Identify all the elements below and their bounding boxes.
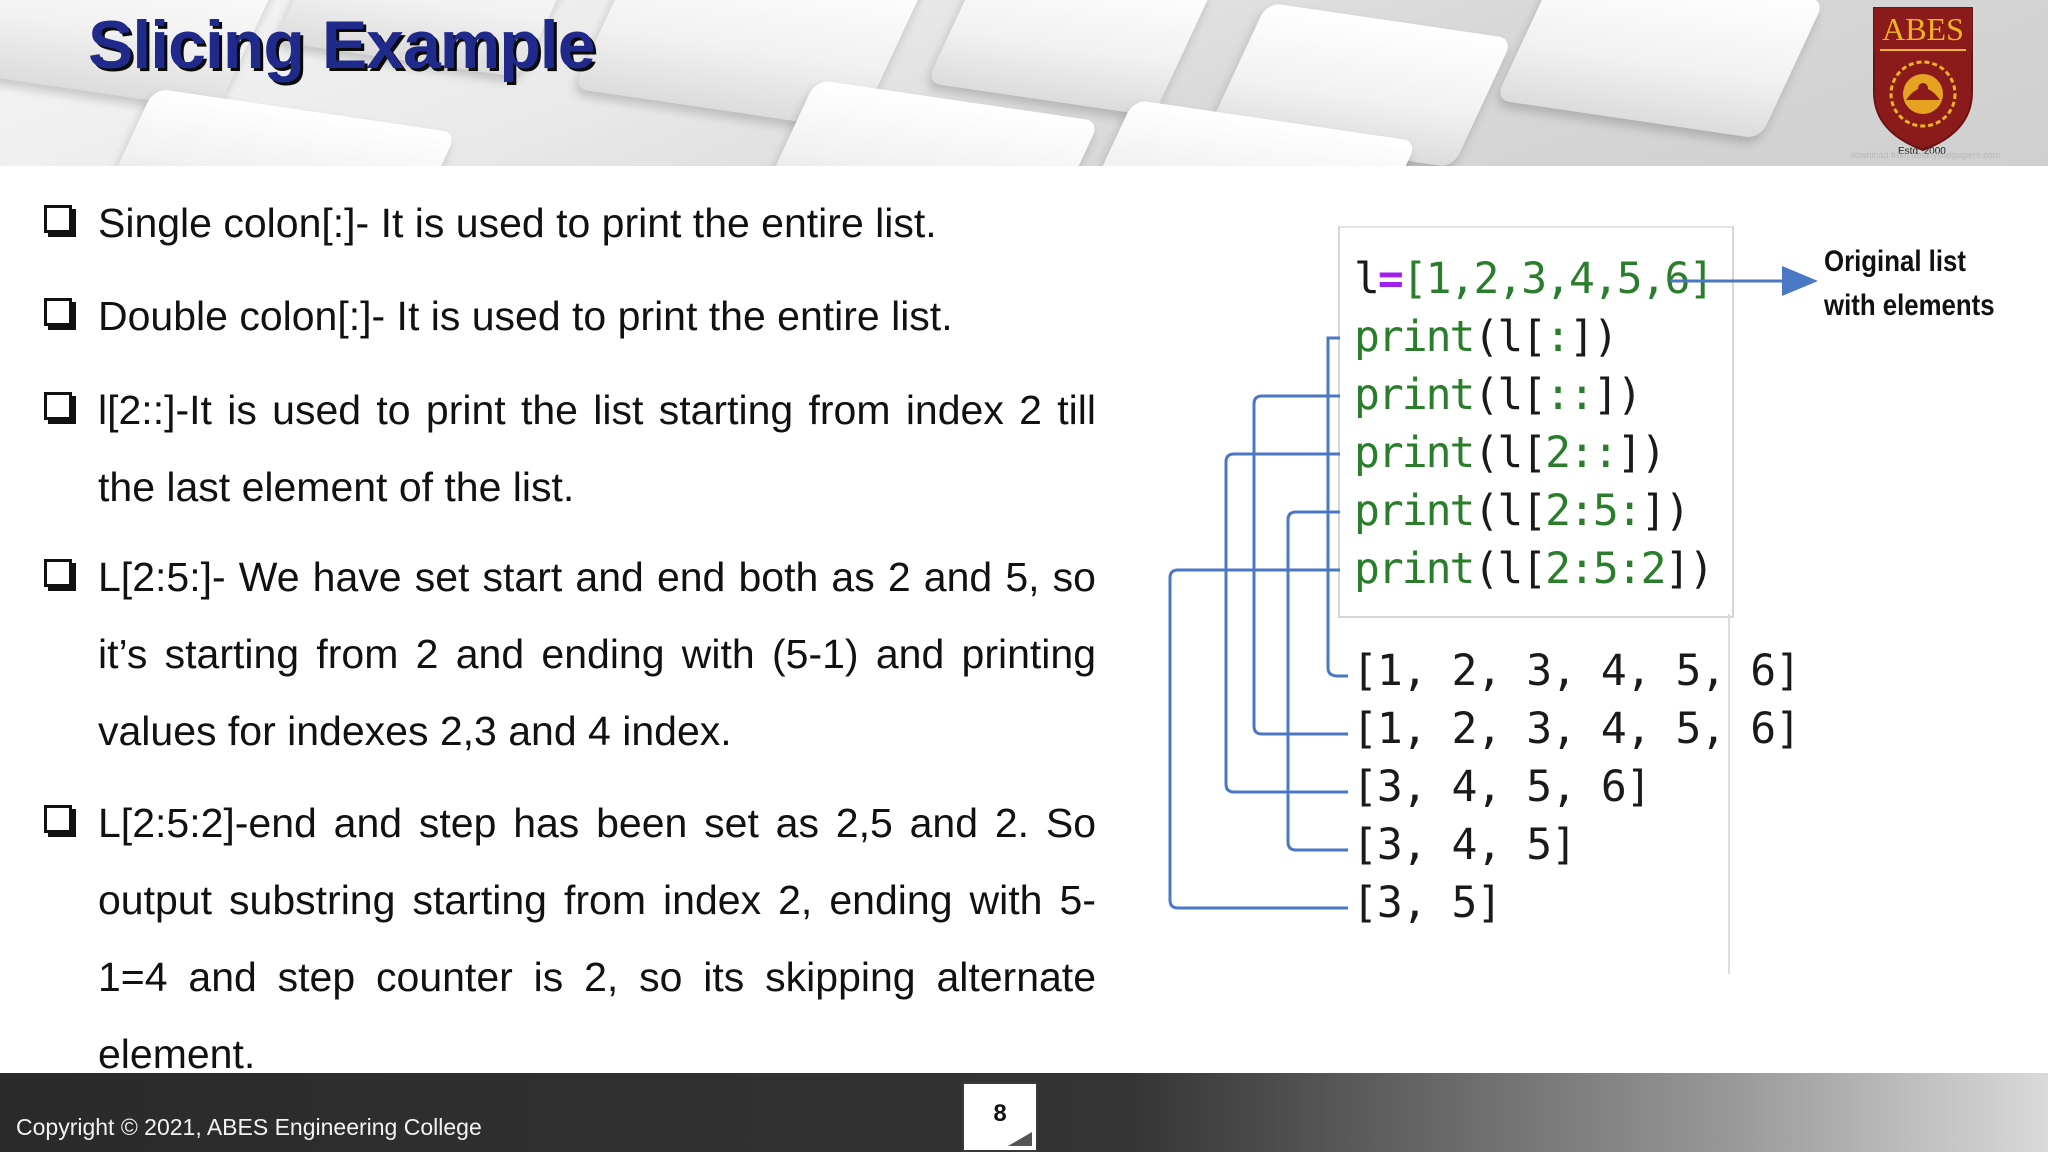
code-print-line: print(l[::]) [1354,370,1643,420]
code-operator: = [1377,254,1404,304]
code-close: ]) [1592,370,1643,420]
checkbox-bullet-icon [44,205,72,233]
connector-line [1326,336,1348,678]
code-close: ]) [1664,544,1715,594]
code-slice: : [1545,312,1571,362]
checkbox-bullet-icon [44,805,72,833]
code-print-keyword: print [1354,370,1475,420]
output-line: [1, 2, 3, 4, 5, 6] [1352,646,1801,696]
code-slice: :: [1545,370,1595,420]
code-assignment-line: l=[1,2,3,4,5,6] [1354,254,1715,304]
code-open: (l[ [1473,312,1547,362]
code-slice: 2:5:2 [1545,544,1666,594]
code-panel [1338,226,1734,618]
output-line: [3, 4, 5, 6] [1352,762,1652,812]
code-print-keyword: print [1354,312,1475,362]
connector-line [1252,394,1348,736]
annotation-line: with elements [1824,289,1995,322]
code-list-literal: [1,2,3,4,5,6] [1401,254,1715,304]
code-close: ]) [1640,486,1691,536]
code-print-keyword: print [1354,544,1475,594]
original-list-annotation: Original list with elements [1824,240,1995,328]
connector-line [1224,452,1348,794]
bullet-text: Double colon[:]- It is used to print the… [98,293,953,339]
page-corner-icon [1008,1132,1032,1146]
copyright-text: Copyright © 2021, ABES Engineering Colle… [16,1114,482,1140]
logo-text: ABES [1882,11,1964,47]
header-banner [0,0,2048,166]
code-open: (l[ [1473,428,1547,478]
code-print-line: print(l[2::]) [1354,428,1667,478]
bullet-text: l[2::]-It is used to print the list star… [98,387,1096,510]
annotation-line: Original list [1824,245,1966,278]
wallpaper-watermark: download from desktywallpapers.com [1850,150,2001,160]
output-line: [3, 5] [1352,878,1502,928]
slide-title: Slicing Example [88,7,596,83]
code-print-keyword: print [1354,428,1475,478]
code-open: (l[ [1473,544,1547,594]
bullet-text: Single colon[:]- It is used to print the… [98,200,937,246]
connector-line [1168,568,1348,910]
code-print-keyword: print [1354,486,1475,536]
bullet-text: L[2:5:]- We have set start and end both … [98,554,1096,754]
code-open: (l[ [1473,486,1547,536]
checkbox-bullet-icon [44,392,72,420]
abes-logo-icon: ABES [1873,7,1973,152]
output-line: [1, 2, 3, 4, 5, 6] [1352,704,1801,754]
output-divider [1728,614,1730,974]
code-print-line: print(l[2:5:]) [1354,486,1691,536]
code-slice: 2:5: [1545,486,1643,536]
code-close: ]) [1569,312,1619,362]
code-slice: 2:: [1545,428,1619,478]
page-number: 8 [993,1100,1007,1127]
bullet-text: L[2:5:2]-end and step has been set as 2,… [98,800,1096,1077]
connector-line [1286,510,1348,852]
code-print-line: print(l[2:5:2]) [1354,544,1715,594]
page-number-box: 8 [962,1082,1038,1152]
checkbox-bullet-icon [44,298,72,326]
logo-established-date: Estd. 2000 [1898,146,1946,157]
checkbox-bullet-icon [44,559,72,587]
output-line: [3, 4, 5] [1352,820,1577,870]
code-open: (l[ [1473,370,1547,420]
code-close: ]) [1616,428,1667,478]
code-print-line: print(l[:]) [1354,312,1619,362]
code-variable: l [1354,254,1380,304]
